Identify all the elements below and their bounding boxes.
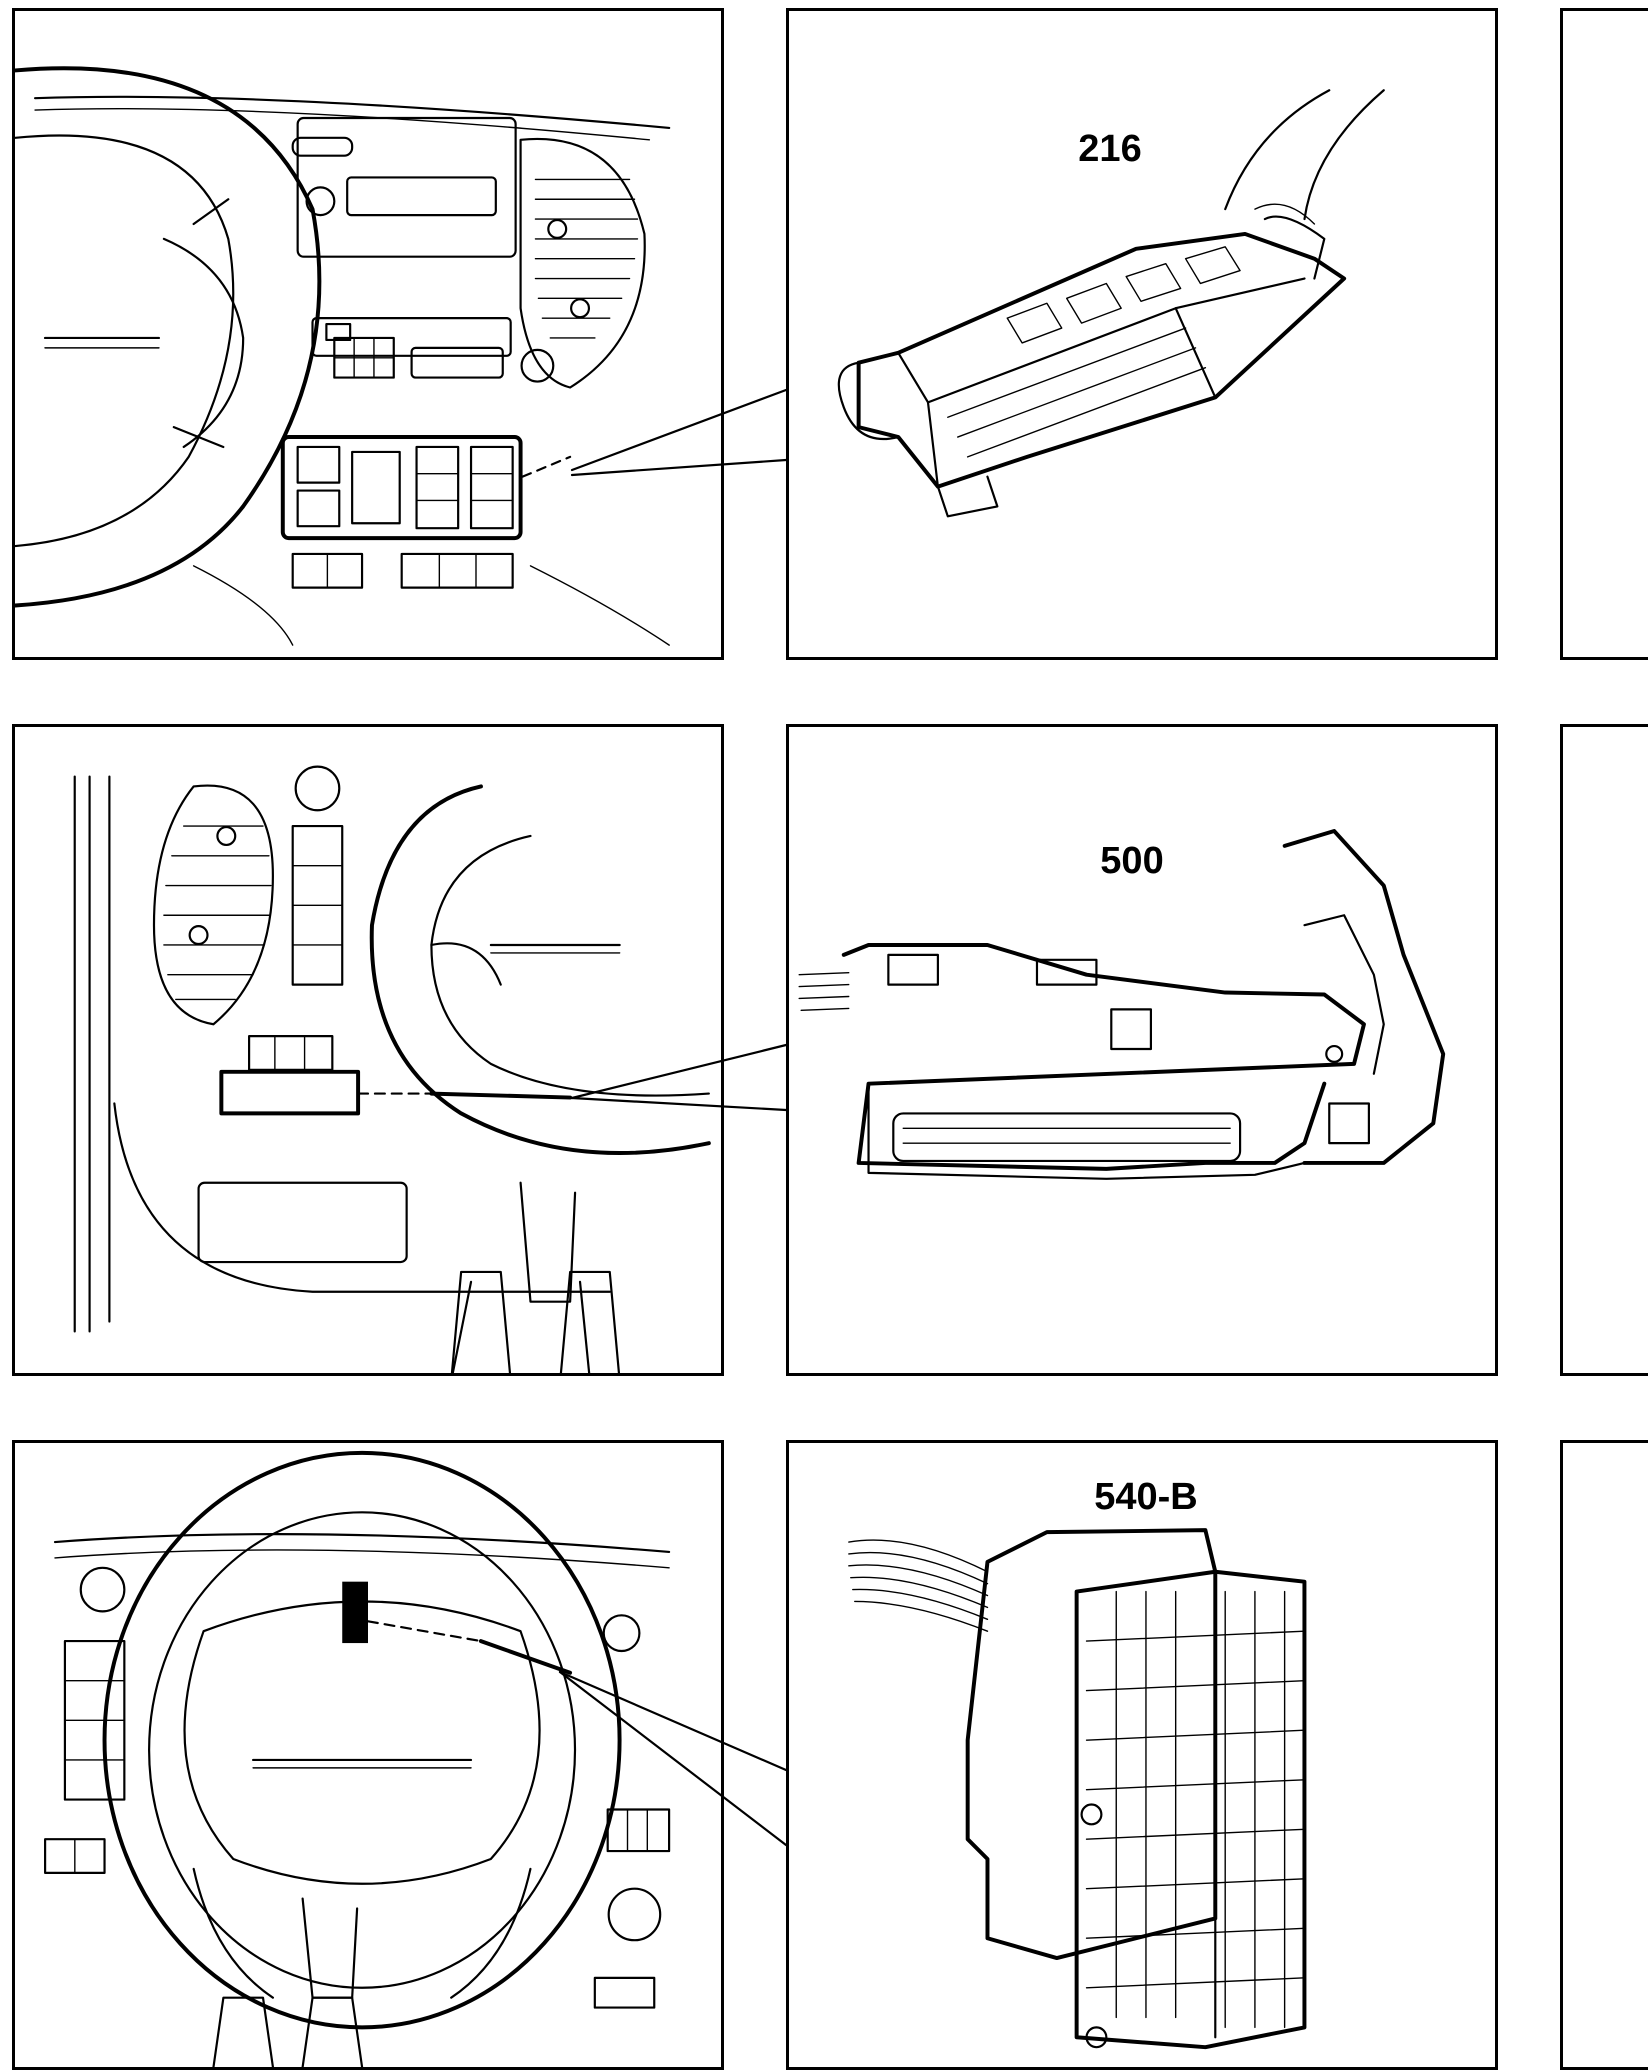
location-view-216 [12, 8, 724, 660]
connector-label: 540-B [1094, 1476, 1198, 1518]
connector-500-drawing [798, 829, 1446, 1180]
connector-label: 216 [1078, 128, 1142, 170]
dashboard-center-console-drawing [15, 66, 671, 646]
connector-540-b-drawing [848, 1528, 1307, 2050]
location-view-540-b [12, 1440, 724, 2070]
partial-panel-right [1560, 1440, 1648, 2070]
partial-panel-right [1560, 724, 1648, 1376]
connector-view-540-b [786, 1440, 1498, 2070]
partial-panel-right [1560, 8, 1648, 660]
location-view-500 [12, 724, 724, 1376]
connector-view-500 [786, 724, 1498, 1376]
dashboard-lower-left-drawing [73, 765, 711, 1373]
steering-wheel-airbag-drawing [44, 1450, 671, 2067]
connector-label: 500 [1100, 840, 1164, 882]
connector-216-drawing [837, 89, 1385, 518]
connector-view-216 [786, 8, 1498, 660]
